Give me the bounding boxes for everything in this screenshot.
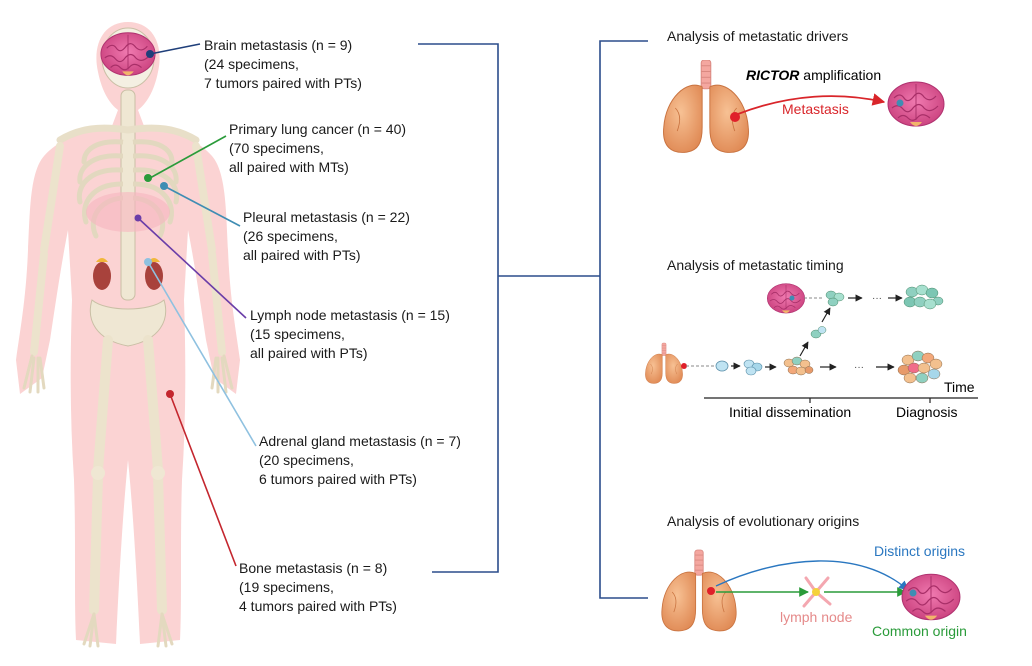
- timing-ellipsis: ···: [854, 362, 864, 373]
- panel-drivers-title: Analysis of metastatic drivers: [667, 28, 848, 44]
- tumor-dot: [730, 112, 740, 122]
- site-pairing: all paired with PTs): [243, 247, 361, 263]
- distinct-origins-arrow: [715, 560, 909, 591]
- site-specimens: (24 specimens,: [204, 56, 299, 72]
- site-label-lung: Primary lung cancer (n = 40) (70 specime…: [229, 121, 406, 175]
- site-leader-lines: [137, 43, 257, 567]
- common-origin-label: Common origin: [872, 623, 967, 639]
- tick-diagnosis: Diagnosis: [896, 404, 957, 420]
- kidneys: [93, 258, 163, 290]
- site-title: Primary lung cancer (n = 40): [229, 121, 406, 137]
- small-cluster: [743, 359, 763, 376]
- site-label-adrenal: Adrenal gland metastasis (n = 7) (20 spe…: [259, 433, 461, 487]
- site-pairing: 7 tumors paired with PTs): [204, 75, 362, 91]
- site-title: Bone metastasis (n = 8): [239, 560, 387, 576]
- brain-icon-drivers: [887, 81, 945, 127]
- panel-origins: Analysis of evolutionary origins Distinc…: [661, 513, 967, 639]
- metastasis-label: Metastasis: [782, 101, 849, 117]
- brain-icon-origins: [901, 573, 961, 621]
- medium-cluster: [783, 356, 814, 376]
- panel-timing-title: Analysis of metastatic timing: [667, 257, 844, 273]
- pelvis: [89, 299, 167, 347]
- large-primary-tumor: [897, 350, 943, 384]
- lymph-node-label: lymph node: [780, 609, 853, 625]
- site-pairing: all paired with MTs): [229, 159, 349, 175]
- pleural-site-dot: [160, 182, 168, 190]
- site-specimens: (15 specimens,: [250, 326, 345, 342]
- site-specimens: (19 specimens,: [239, 579, 334, 595]
- lung-site-dot: [144, 174, 152, 182]
- body-illustration: [16, 22, 240, 648]
- met-cluster-large: [903, 284, 944, 310]
- brain-site-dot: [146, 50, 154, 58]
- bracket-connector: [418, 40, 648, 599]
- gene-alteration: amplification: [799, 67, 881, 83]
- lung-icon-origins: [661, 549, 737, 632]
- brain-icon-timing: [766, 283, 806, 314]
- site-pairing: 6 tumors paired with PTs): [259, 471, 417, 487]
- single-cell: [715, 360, 729, 372]
- metastasis-arrow: [737, 93, 886, 115]
- site-title: Brain metastasis (n = 9): [204, 37, 352, 53]
- time-axis-label: Time: [944, 379, 975, 395]
- site-title: Adrenal gland metastasis (n = 7): [259, 433, 461, 449]
- site-title: Pleural metastasis (n = 22): [243, 209, 410, 225]
- site-specimens: (70 specimens,: [229, 140, 324, 156]
- site-label-lymph: Lymph node metastasis (n = 15) (15 speci…: [250, 307, 450, 361]
- timing-ellipsis-top: ···: [872, 293, 882, 304]
- site-pairing: 4 tumors paired with PTs): [239, 598, 397, 614]
- rictor-label: RICTOR amplification: [746, 67, 881, 83]
- site-label-brain: Brain metastasis (n = 9) (24 specimens, …: [204, 37, 362, 91]
- panel-origins-title: Analysis of evolutionary origins: [667, 513, 859, 529]
- lymph-node-icon: [802, 576, 832, 608]
- gene-name: RICTOR: [746, 67, 800, 83]
- met-cluster-small: [825, 290, 845, 307]
- tick-initial-dissemination: Initial dissemination: [729, 404, 851, 420]
- bone-site-dot: [166, 390, 174, 398]
- lung-icon-timing: [645, 342, 683, 384]
- lung-icon-drivers: [663, 60, 749, 153]
- site-pairing: all paired with PTs): [250, 345, 368, 361]
- adrenal-site-dot: [144, 258, 152, 266]
- site-dots: [134, 50, 174, 398]
- lymph-site-dot: [134, 214, 142, 222]
- panel-drivers: Analysis of metastatic drivers RICTOR am…: [663, 28, 945, 153]
- site-title: Lymph node metastasis (n = 15): [250, 307, 450, 323]
- site-specimens: (26 specimens,: [243, 228, 338, 244]
- site-specimens: (20 specimens,: [259, 452, 354, 468]
- distinct-origins-label: Distinct origins: [874, 543, 965, 559]
- site-label-bone: Bone metastasis (n = 8) (19 specimens, 4…: [239, 560, 397, 614]
- panel-timing: Analysis of metastatic timing ···: [645, 257, 978, 420]
- site-label-pleural: Pleural metastasis (n = 22) (26 specimen…: [243, 209, 410, 263]
